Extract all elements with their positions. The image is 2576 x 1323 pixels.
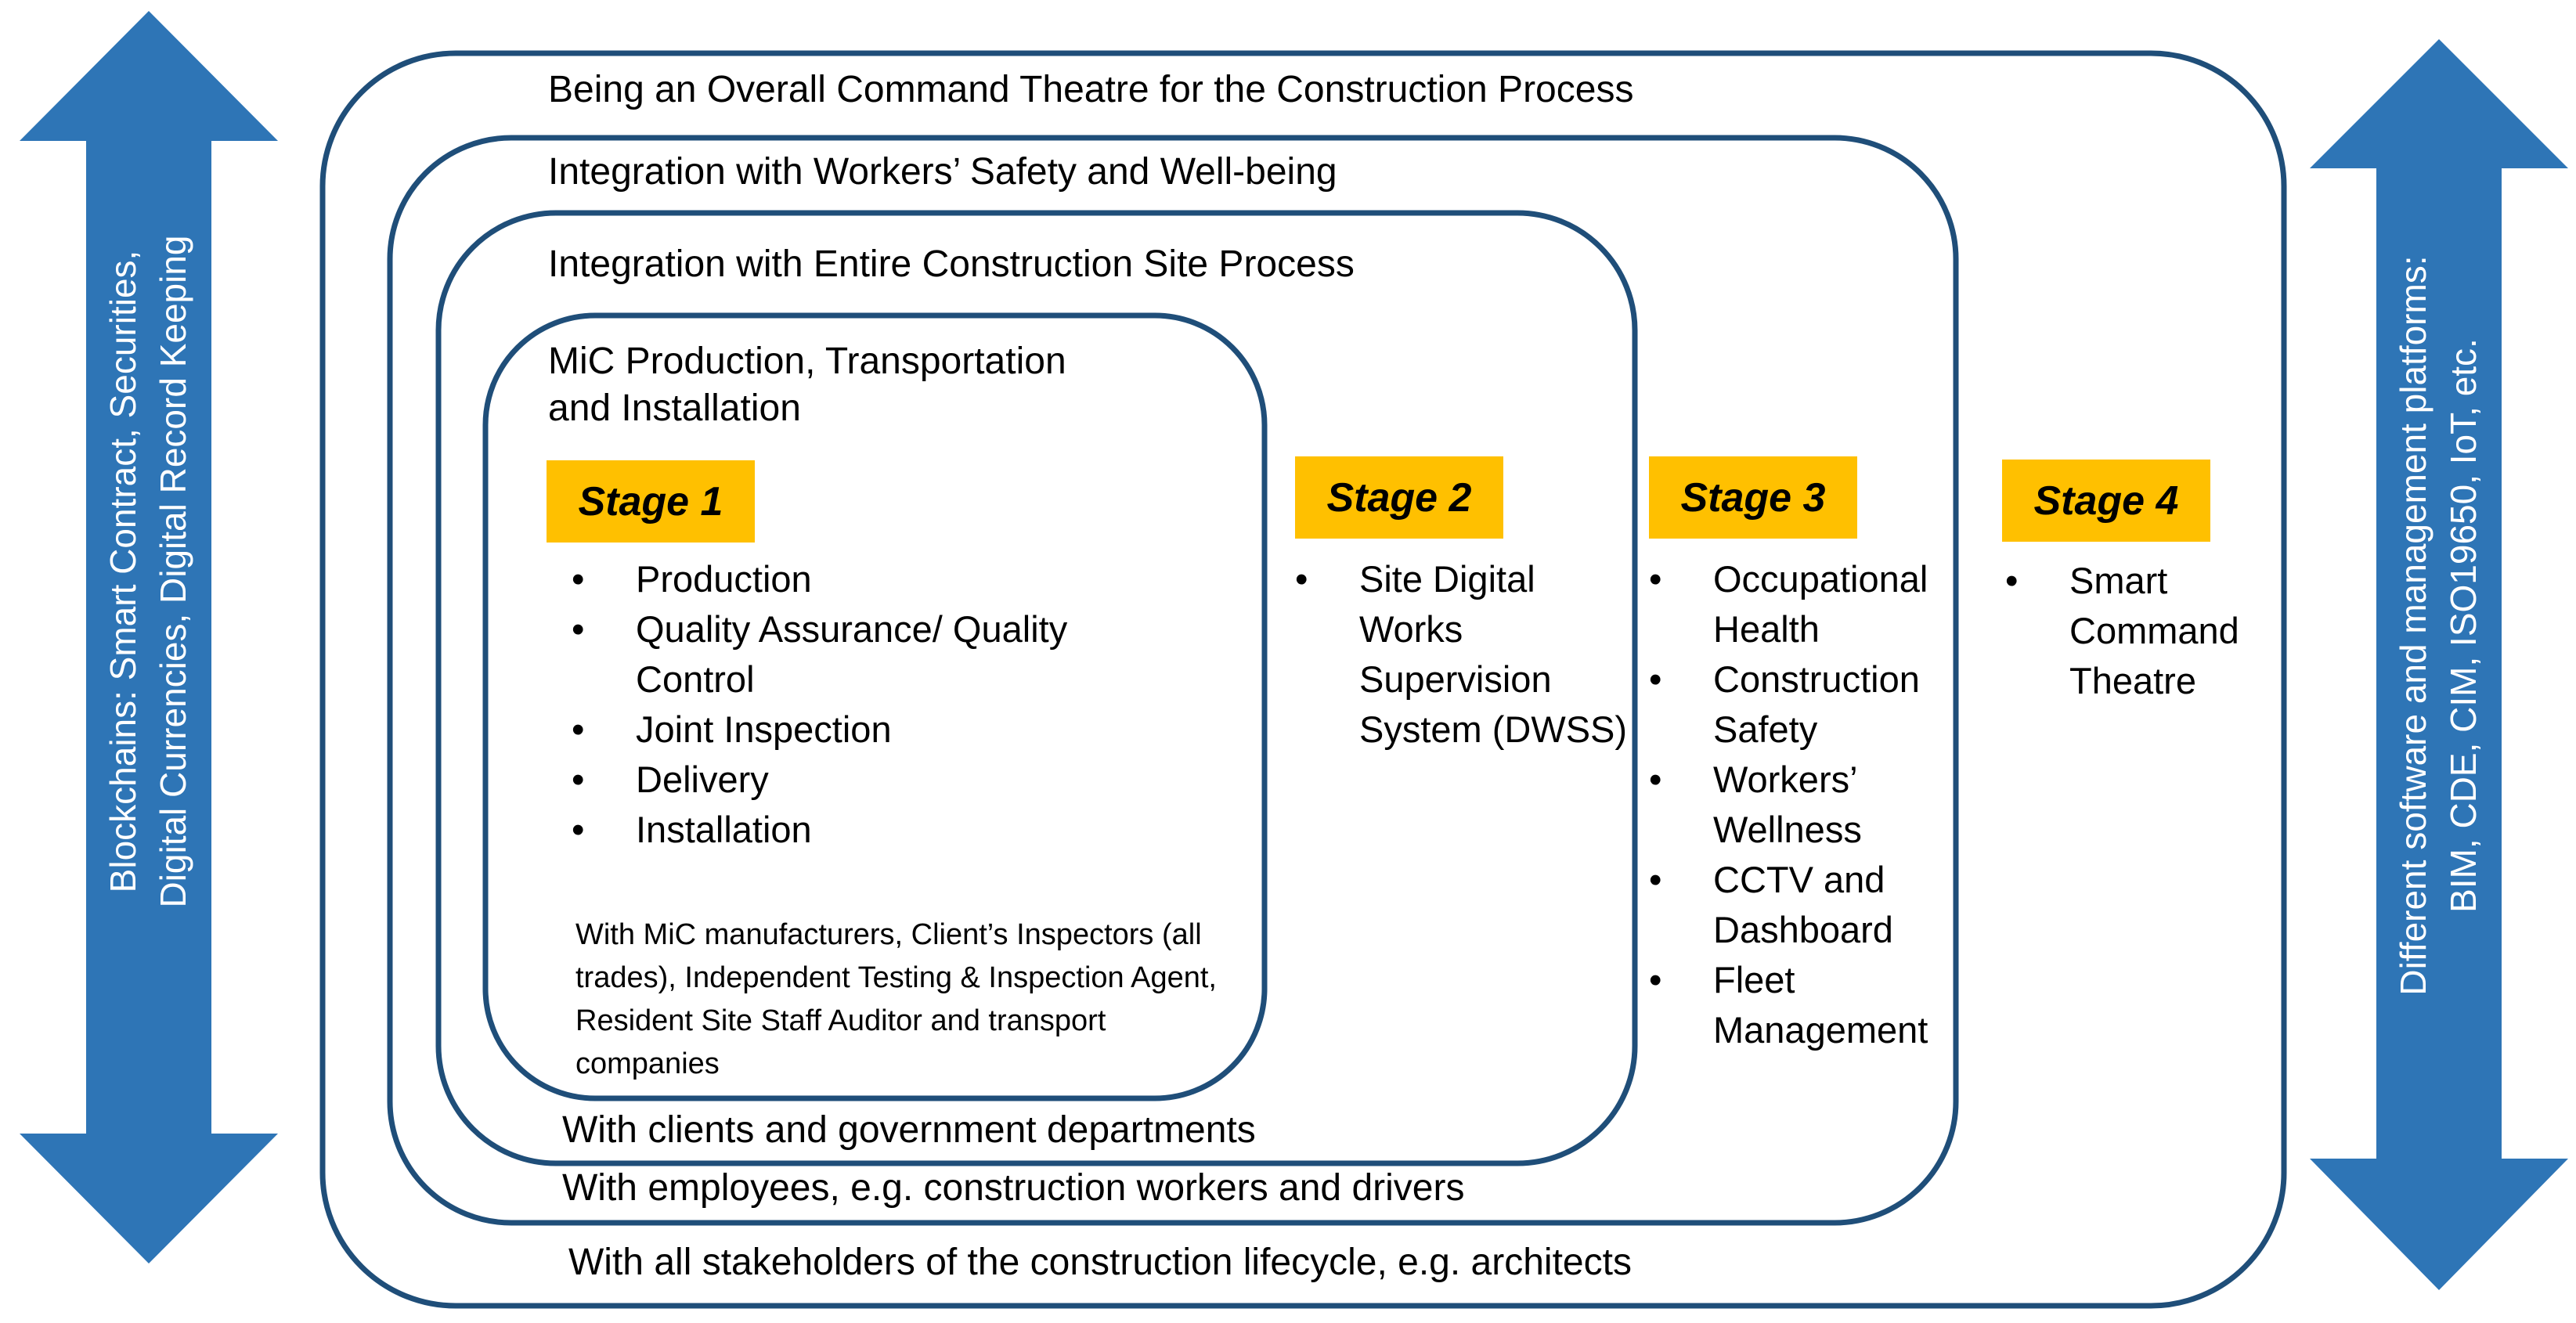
list-item: Joint Inspection	[561, 705, 1140, 755]
stage-1-list: Production Quality Assurance/ Quality Co…	[561, 554, 1140, 855]
outer-frame	[319, 50, 2287, 1309]
stage-4-list: Smart Command Theatre	[1994, 556, 2276, 706]
right-arrow-line-1: Different software and management platfo…	[2393, 255, 2433, 996]
list-item: CCTV and Dashboard	[1638, 855, 1951, 955]
site-frame	[435, 210, 1638, 1166]
stage-3-list: Occupational Health Construction Safety …	[1638, 554, 1951, 1055]
list-item: Installation	[561, 805, 1140, 855]
list-item: Production	[561, 554, 1140, 604]
list-item: Fleet Management	[1638, 955, 1951, 1055]
right-arrow-label: Different software and management platfo…	[2388, 156, 2490, 1095]
safety-frame	[387, 135, 1959, 1226]
mic-layer-title: MiC Production, Transportation and Insta…	[548, 338, 1066, 432]
mic-layer-footer: With MiC manufacturers, Client’s Inspect…	[575, 918, 1217, 1080]
stage-1-tag: Stage 1	[547, 460, 755, 543]
outer-layer-footer: With all stakeholders of the constructio…	[568, 1242, 1632, 1283]
stage-2-tag: Stage 2	[1295, 456, 1503, 539]
list-item: Construction Safety	[1638, 654, 1951, 755]
left-double-arrow	[20, 11, 278, 1264]
list-item: Site Digital Works Supervision System (D…	[1284, 554, 1629, 755]
left-arrow-label: Blockchains: Smart Contract, Securities,…	[98, 102, 200, 1041]
list-item: Workers’ Wellness	[1638, 755, 1951, 855]
list-item: Delivery	[561, 755, 1140, 805]
safety-layer-title: Integration with Workers’ Safety and Wel…	[548, 151, 1337, 193]
site-layer-footer: With clients and government departments	[562, 1109, 1256, 1151]
site-layer-title: Integration with Entire Construction Sit…	[548, 243, 1355, 285]
mic-layer-title-line-1: MiC Production, Transportation	[548, 341, 1066, 382]
right-arrow-line-2: BIM, CDE, CIM, ISO19650, IoT, etc.	[2443, 338, 2484, 913]
safety-layer-footer: With employees, e.g. construction worker…	[562, 1167, 1465, 1209]
list-item: Occupational Health	[1638, 554, 1951, 654]
left-arrow-line-1: Blockchains: Smart Contract, Securities,	[103, 250, 143, 893]
stage-4-tag: Stage 4	[2002, 460, 2210, 542]
stage-2-list: Site Digital Works Supervision System (D…	[1284, 554, 1629, 755]
outer-layer-title: Being an Overall Command Theatre for the…	[548, 69, 1634, 110]
list-item: Smart Command Theatre	[1994, 556, 2276, 706]
stage-3-tag: Stage 3	[1649, 456, 1857, 539]
left-arrow-line-2: Digital Currencies, Digital Record Keepi…	[153, 235, 193, 908]
list-item: Quality Assurance/ Quality Control	[561, 604, 1140, 705]
right-double-arrow	[2310, 39, 2568, 1290]
mic-frame	[482, 312, 1268, 1101]
mic-layer-title-line-2: and Installation	[548, 388, 801, 429]
